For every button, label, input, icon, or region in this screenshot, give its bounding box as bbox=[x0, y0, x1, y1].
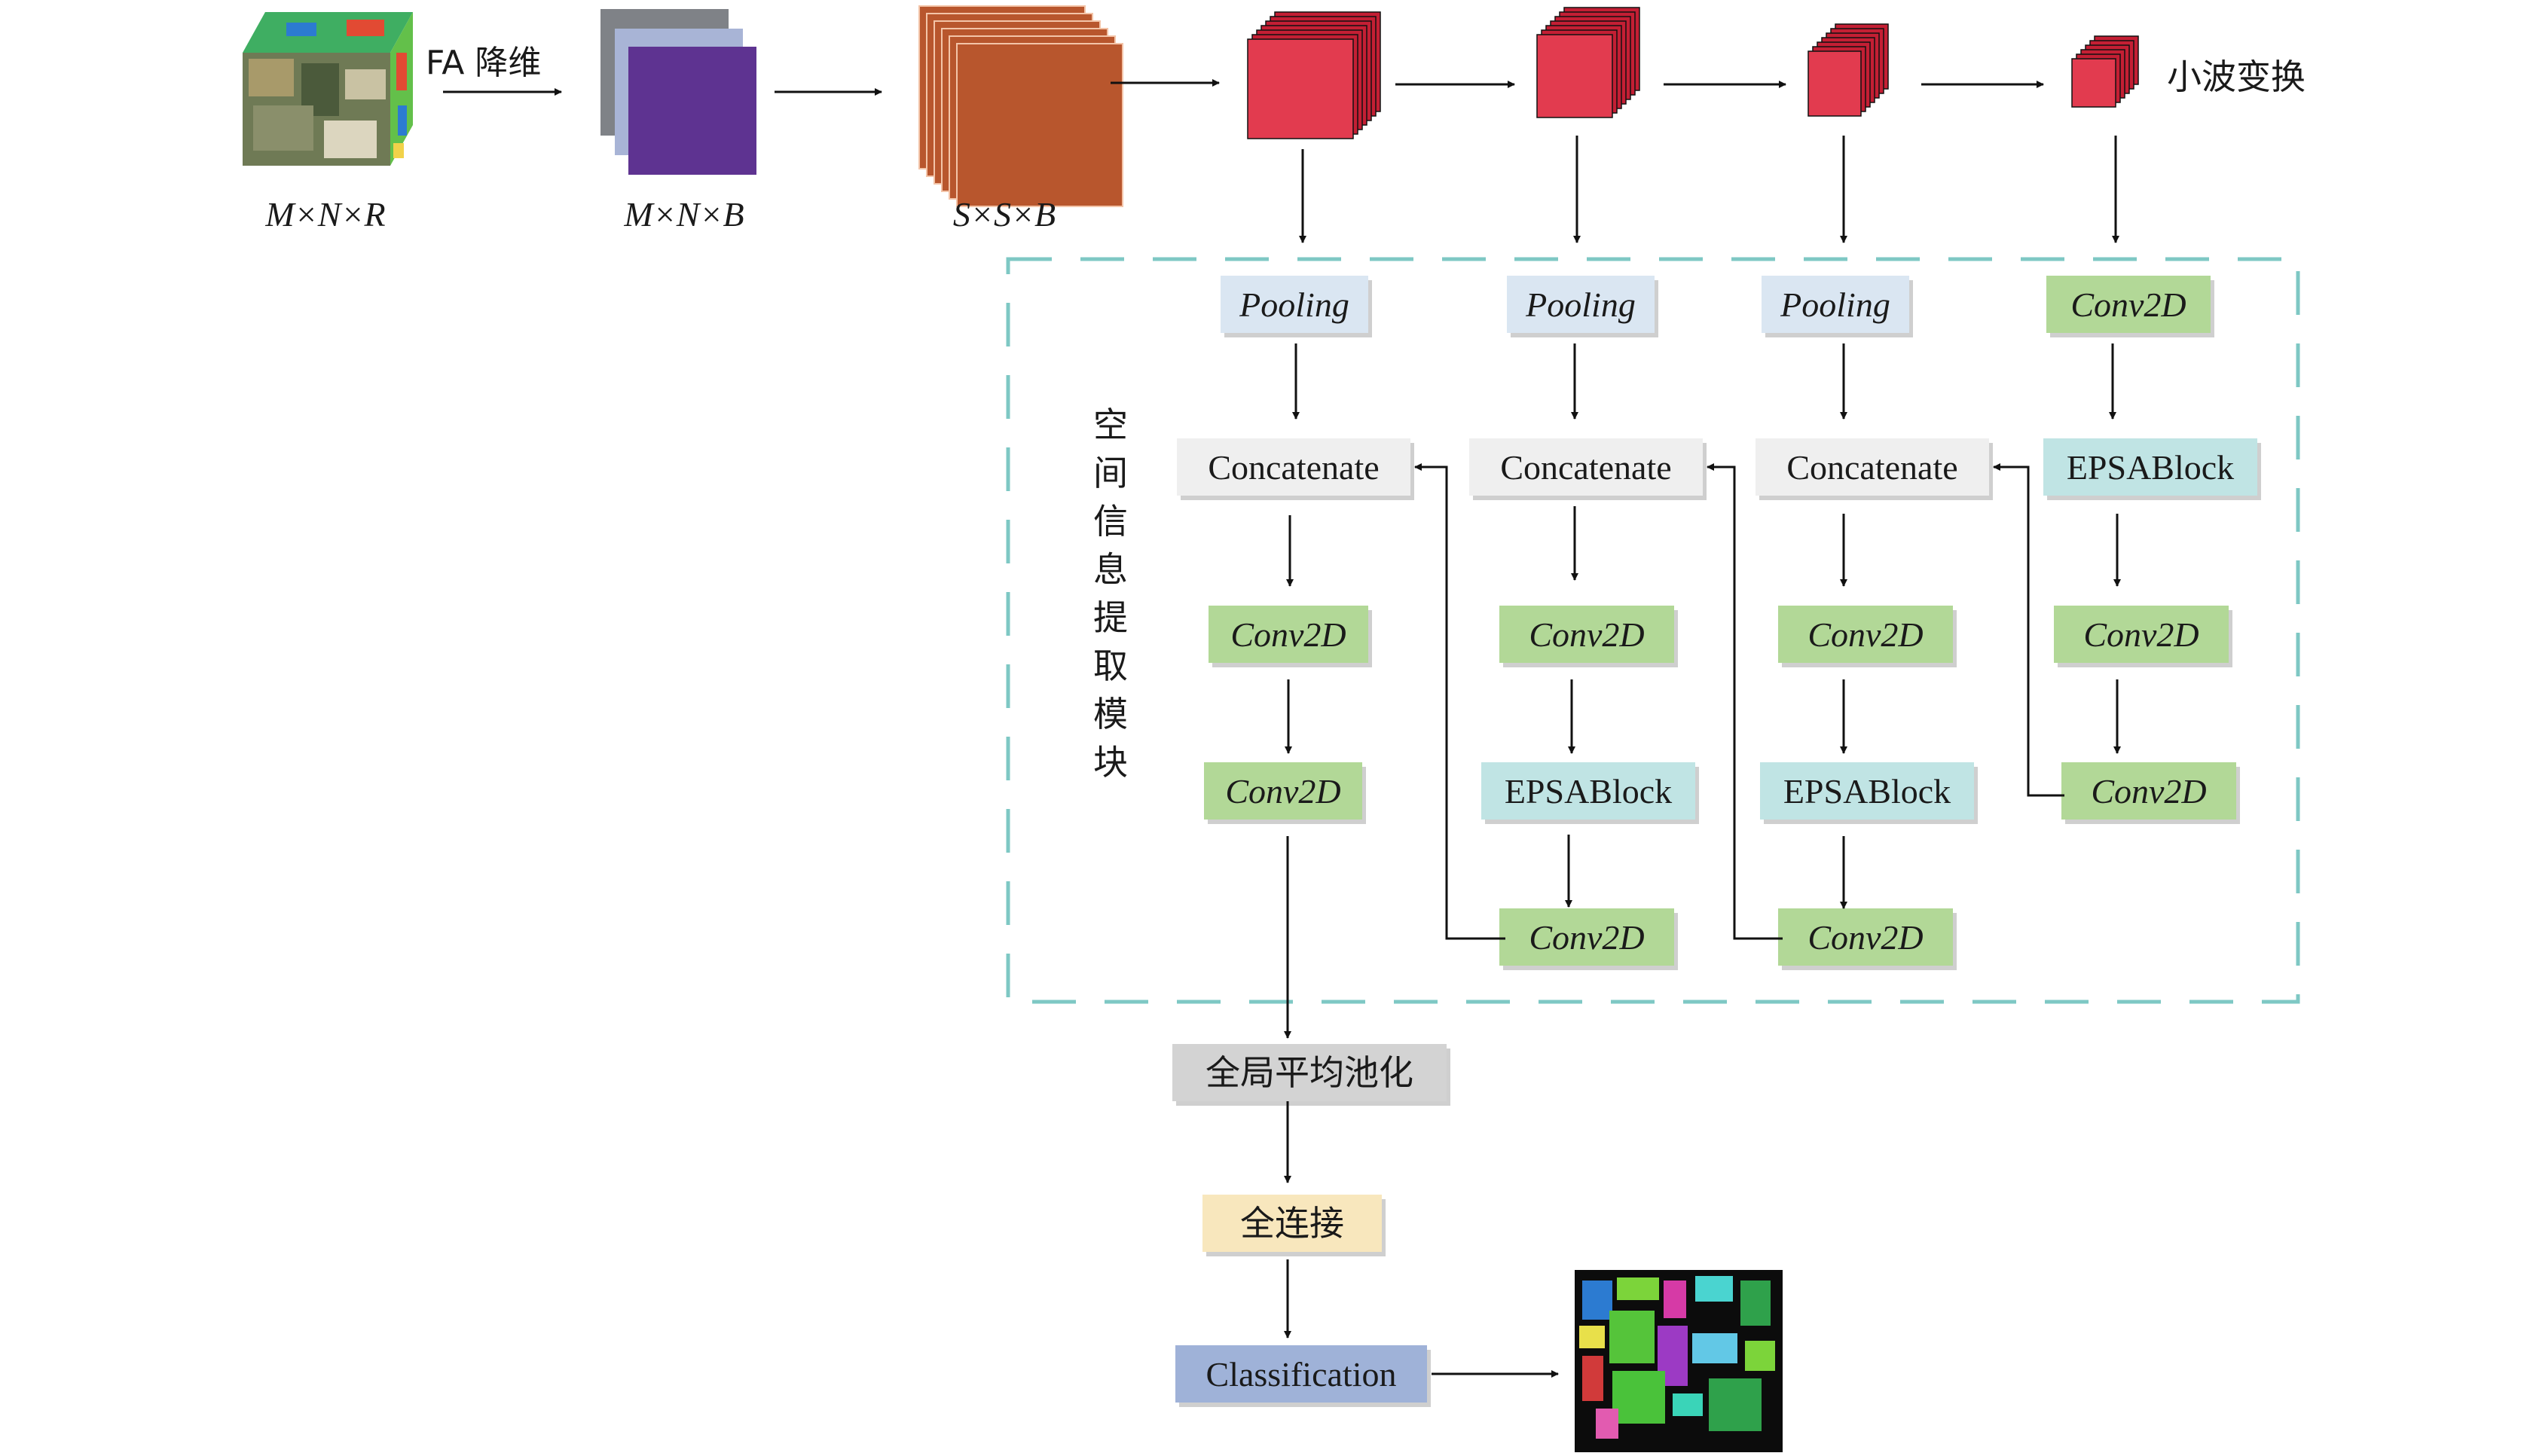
feature-cube-2 bbox=[1807, 23, 1889, 117]
wavelet-label: 小波变换 bbox=[2167, 56, 2306, 97]
col2-row2-label: EPSABlock bbox=[1783, 772, 1951, 810]
col2-head: Pooling bbox=[1762, 276, 1913, 337]
col1-row1-label: Conv2D bbox=[1529, 615, 1644, 654]
fa-label: FA 降维 bbox=[426, 44, 541, 82]
col2-row1: Conv2D bbox=[1778, 606, 1957, 667]
col2-row3: Conv2D bbox=[1778, 908, 1957, 970]
col0-row0-label: Concatenate bbox=[1208, 448, 1379, 487]
col2-head-bg bbox=[1762, 276, 1909, 333]
module-title-char: 取 bbox=[1093, 646, 1128, 686]
fully-connected-label: 全连接 bbox=[1240, 1203, 1344, 1244]
classification: Classification bbox=[1175, 1345, 1431, 1407]
col2-row1-bg bbox=[1778, 606, 1953, 663]
col1-row3-label: Conv2D bbox=[1529, 918, 1644, 957]
col2-row0-label: Concatenate bbox=[1786, 448, 1957, 487]
feature-cube-1 bbox=[1536, 7, 1640, 118]
col1-row3-bg bbox=[1499, 908, 1674, 966]
col3-row1-label: Conv2D bbox=[2083, 615, 2199, 654]
col3-head-label: Conv2D bbox=[2070, 285, 2186, 324]
feature-cube-0 bbox=[1247, 11, 1381, 139]
col2-row2: EPSABlock bbox=[1760, 762, 1978, 824]
hyperspectral-cube-icon bbox=[243, 12, 413, 166]
module-title-char: 息 bbox=[1093, 549, 1128, 590]
col2-row0-bg bbox=[1756, 438, 1989, 496]
dim-label-2: M×N×B bbox=[623, 195, 744, 234]
module-title-char: 块 bbox=[1093, 742, 1128, 783]
col2-row0: Concatenate bbox=[1756, 438, 1993, 500]
global-avg-pool-label: 全局平均池化 bbox=[1205, 1052, 1413, 1093]
col2-row2-bg bbox=[1760, 762, 1974, 820]
col2-row1-label: Conv2D bbox=[1807, 615, 1923, 654]
col1-row1: Conv2D bbox=[1499, 606, 1678, 667]
classification-label: Classification bbox=[1206, 1355, 1397, 1393]
col1-row2-bg bbox=[1481, 762, 1695, 820]
col0-row1: Conv2D bbox=[1209, 606, 1372, 667]
module-title-char: 模 bbox=[1093, 694, 1128, 734]
col1-row2-label: EPSABlock bbox=[1505, 772, 1672, 810]
dim-label-1: M×N×R bbox=[264, 195, 385, 234]
col1-head: Pooling bbox=[1507, 276, 1658, 337]
reduced-cube-stack bbox=[600, 9, 756, 175]
col0-row0: Concatenate bbox=[1177, 438, 1414, 500]
internal-arrows bbox=[1284, 343, 2121, 1378]
col1-row0-bg bbox=[1469, 438, 1703, 496]
spatial-module-border bbox=[1006, 257, 2300, 1004]
col3-row2-label: Conv2D bbox=[2091, 772, 2206, 810]
col1-row0-label: Concatenate bbox=[1500, 448, 1671, 487]
col0-head-bg bbox=[1221, 276, 1368, 333]
fully-connected-bg bbox=[1202, 1195, 1382, 1252]
col3-row1-bg bbox=[2054, 606, 2229, 663]
module-title-char: 信 bbox=[1093, 501, 1128, 542]
classification-map-icon bbox=[1575, 1270, 1783, 1452]
col0-head-label: Pooling bbox=[1239, 285, 1349, 324]
classification-bg bbox=[1175, 1345, 1427, 1403]
col1-row0: Concatenate bbox=[1469, 438, 1707, 500]
module-title-char: 间 bbox=[1093, 453, 1128, 493]
col1-head-bg bbox=[1507, 276, 1655, 333]
fully-connected: 全连接 bbox=[1202, 1195, 1386, 1256]
module-title-char: 空 bbox=[1093, 404, 1128, 445]
col1-row1-bg bbox=[1499, 606, 1674, 663]
col2-row3-label: Conv2D bbox=[1807, 918, 1923, 957]
col3-row1: Conv2D bbox=[2054, 606, 2232, 667]
col0-row0-bg bbox=[1177, 438, 1410, 496]
col3-head: Conv2D bbox=[2046, 276, 2214, 337]
col3-row2-bg bbox=[2061, 762, 2236, 820]
global-avg-pool: 全局平均池化 bbox=[1172, 1044, 1450, 1106]
col1-row3: Conv2D bbox=[1499, 908, 1678, 970]
col1-row2: EPSABlock bbox=[1481, 762, 1699, 824]
col3-row0-bg bbox=[2043, 438, 2257, 496]
col0-row2-label: Conv2D bbox=[1225, 772, 1340, 810]
col0-row1-bg bbox=[1209, 606, 1368, 663]
col3-row2: Conv2D bbox=[2061, 762, 2240, 824]
col3-row0-label: EPSABlock bbox=[2067, 448, 2234, 487]
col3-head-bg bbox=[2046, 276, 2211, 333]
col3-row0: EPSABlock bbox=[2043, 438, 2261, 500]
col0-row2: Conv2D bbox=[1204, 762, 1366, 824]
col0-head: Pooling bbox=[1221, 276, 1372, 337]
global-avg-pool-bg bbox=[1172, 1044, 1447, 1101]
feature-cube-3 bbox=[2071, 35, 2139, 108]
dim-label-3: S×S×B bbox=[953, 195, 1056, 234]
col0-row2-bg bbox=[1204, 762, 1362, 820]
module-title-char: 提 bbox=[1093, 597, 1128, 638]
col0-row1-label: Conv2D bbox=[1230, 615, 1346, 654]
col2-row3-bg bbox=[1778, 908, 1953, 966]
col1-head-label: Pooling bbox=[1525, 285, 1636, 324]
patch-cube-stack bbox=[918, 5, 1123, 207]
col2-head-label: Pooling bbox=[1780, 285, 1890, 324]
feature-cubes bbox=[1247, 7, 2139, 139]
